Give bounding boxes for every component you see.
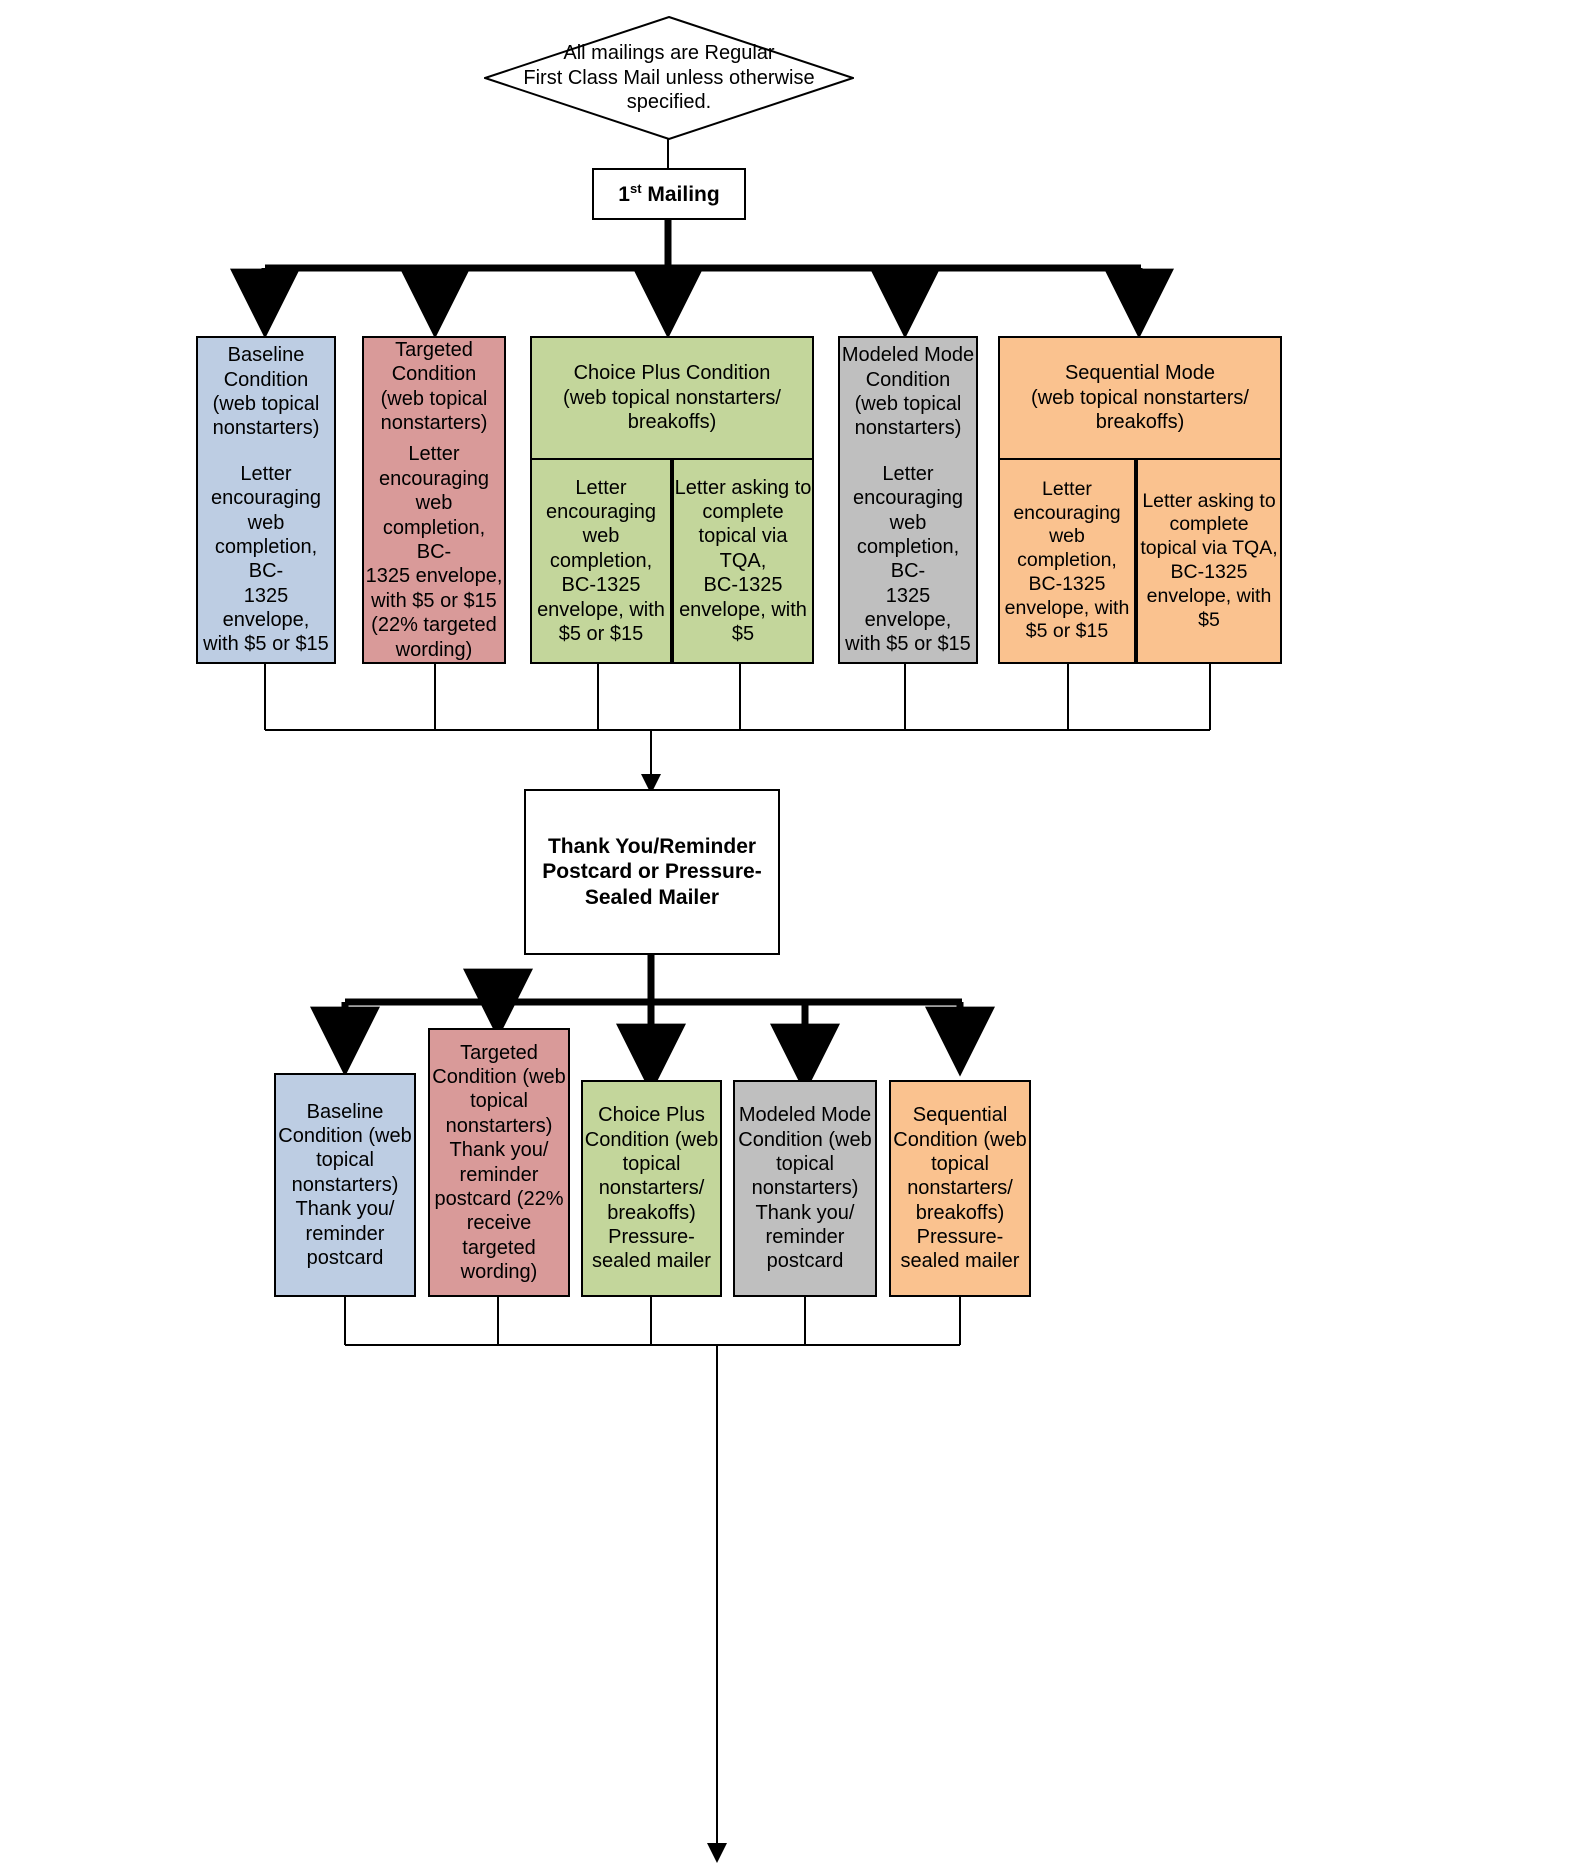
row1-modeledmode-header: Modeled Mode Condition (web topical nons…: [841, 344, 975, 440]
node-row2-modeledmode: Modeled Mode Condition (web topical nons…: [733, 1080, 877, 1297]
edge-mailing1-bus: [230, 220, 1174, 339]
note-diamond: All mailings are Regular First Class Mai…: [484, 16, 854, 140]
node-row1-choiceplus-right: Letter asking to complete topical via TQ…: [672, 458, 814, 664]
row1-baseline-header: Baseline Condition (web topical nonstart…: [212, 344, 320, 440]
edge-row2-collector: [344, 1297, 961, 1863]
row1-baseline-body: Letter encouraging web completion, BC- 1…: [203, 462, 329, 656]
row1-modeledmode-body: Letter encouraging web completion, BC- 1…: [845, 462, 971, 656]
first-mailing-label: 1st Mailing: [618, 181, 719, 208]
row1-targeted-body: Letter encouraging web completion, BC- 1…: [365, 443, 503, 661]
node-row1-sequential-header: Sequential Mode (web topical nonstarters…: [998, 336, 1282, 458]
node-row2-sequential: Sequential Condition (web topical nonsta…: [889, 1080, 1031, 1297]
node-row2-choiceplus: Choice Plus Condition (web topical nonst…: [581, 1080, 722, 1297]
row1-targeted-header: Targeted Condition (web topical nonstart…: [380, 339, 488, 435]
first-mailing-word: Mailing: [647, 182, 720, 206]
node-first-mailing: 1st Mailing: [592, 168, 746, 220]
node-row1-choiceplus-left: Letter encouraging web completion, BC-13…: [530, 458, 672, 664]
node-row1-sequential-left: Letter encouraging web completion, BC-13…: [998, 458, 1136, 664]
node-row1-sequential-right: Letter asking to complete topical via TQ…: [1136, 458, 1282, 664]
edge-row1-collector: [264, 664, 1211, 794]
node-row1-targeted: Targeted Condition (web topical nonstart…: [362, 336, 506, 664]
first-mailing-ordinal-suffix: st: [629, 180, 642, 196]
node-row2-targeted: Targeted Condition (web topical nonstart…: [428, 1028, 570, 1297]
first-mailing-ordinal: 1: [618, 182, 630, 206]
node-thankyou-reminder: Thank You/Reminder Postcard or Pressure-…: [524, 789, 780, 955]
node-row2-baseline: Baseline Condition (web topical nonstart…: [274, 1073, 416, 1297]
node-row1-choiceplus-header: Choice Plus Condition (web topical nonst…: [530, 336, 814, 458]
node-row1-baseline: Baseline Condition (web topical nonstart…: [196, 336, 336, 664]
node-row1-modeledmode: Modeled Mode Condition (web topical nons…: [838, 336, 978, 664]
note-diamond-text: All mailings are Regular First Class Mai…: [523, 42, 815, 114]
